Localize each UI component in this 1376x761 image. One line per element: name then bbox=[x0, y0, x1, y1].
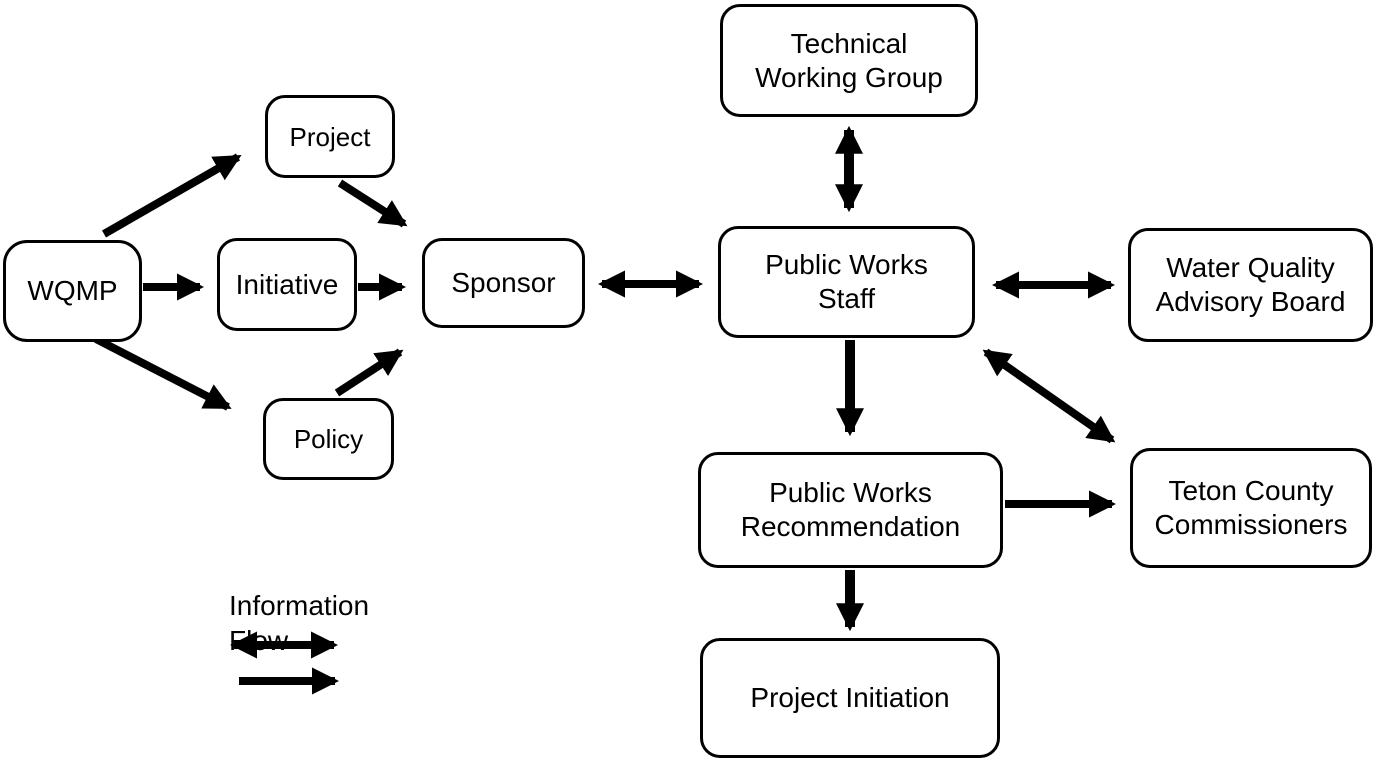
node-public-works-recommendation-label: Public Works Recommendation bbox=[740, 477, 961, 542]
node-policy-label: Policy bbox=[293, 424, 364, 454]
node-sponsor: Sponsor bbox=[422, 238, 585, 328]
node-policy: Policy bbox=[263, 398, 394, 480]
arrow-project-to-sponsor bbox=[337, 179, 408, 228]
node-public-works-staff: Public Works Staff bbox=[718, 226, 975, 338]
node-teton-county-commissioners-label: Teton County Commissioners bbox=[1154, 475, 1348, 540]
node-project-initiation-label: Project Initiation bbox=[750, 682, 950, 713]
node-water-quality-advisory-board: Water Quality Advisory Board bbox=[1128, 228, 1373, 342]
node-wqmp: WQMP bbox=[3, 240, 142, 342]
arrow-wqmp-to-policy bbox=[94, 335, 232, 411]
node-project-initiation: Project Initiation bbox=[700, 638, 1000, 758]
legend: Information Flow bbox=[217, 543, 443, 656]
arrow-policy-to-sponsor bbox=[334, 348, 404, 397]
node-initiative-label: Initiative bbox=[235, 268, 339, 300]
arrow-publicworksstaff-tetoncounty-bidirectional bbox=[982, 348, 1116, 444]
node-teton-county-commissioners: Teton County Commissioners bbox=[1130, 448, 1372, 568]
node-sponsor-label: Sponsor bbox=[451, 267, 556, 298]
arrow-wqmp-to-project bbox=[102, 153, 242, 238]
node-technical-working-group-label: Technical Working Group bbox=[755, 27, 943, 93]
legend-title: Information Flow bbox=[229, 590, 370, 656]
node-public-works-staff-label: Public Works Staff bbox=[765, 249, 928, 314]
node-technical-working-group: Technical Working Group bbox=[720, 4, 978, 117]
node-water-quality-advisory-board-label: Water Quality Advisory Board bbox=[1155, 252, 1346, 317]
node-project-label: Project bbox=[289, 121, 371, 152]
node-initiative: Initiative bbox=[217, 238, 357, 331]
node-wqmp-label: WQMP bbox=[27, 275, 118, 306]
node-project: Project bbox=[265, 95, 395, 178]
node-public-works-recommendation: Public Works Recommendation bbox=[698, 452, 1003, 568]
